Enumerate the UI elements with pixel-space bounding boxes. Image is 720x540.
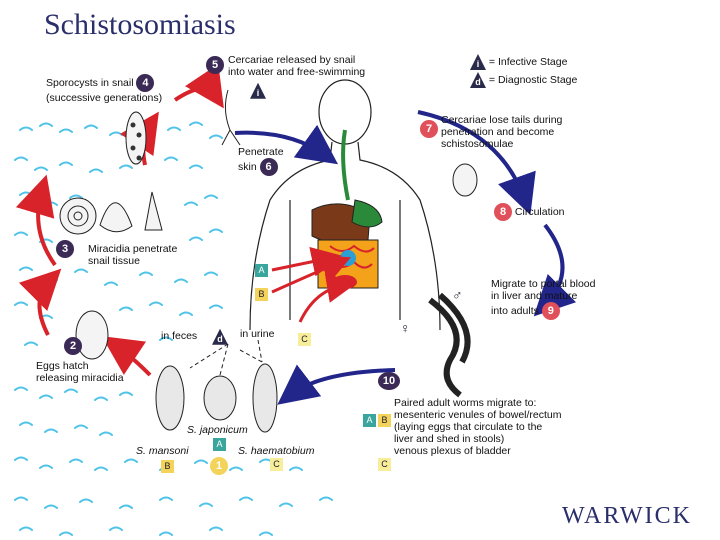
sporocyst-shape [125,111,147,165]
legend-infective: i = Infective Stage [470,54,567,70]
female-symbol: ♀ [400,320,411,336]
badge-c-egg: C [270,456,283,474]
schistosomulum-shape [452,163,478,197]
diagnostic-stage-icon: d [470,72,486,88]
infective-stage-icon: i [470,54,486,70]
adult-worms [428,292,471,398]
step-1-marker: 1 [210,457,228,475]
badge-b-10: B [378,412,391,430]
cercaria-shape [221,89,241,146]
step-4-label: Sporocysts in snail 4 (successive genera… [46,74,162,104]
page-title: Schistosomiasis [44,8,236,41]
eggs [155,363,278,433]
infective-marker: i [250,82,266,100]
legend-diagnostic: d = Diagnostic Stage [470,72,577,88]
in-feces-label: in feces [161,330,198,342]
badge-b-body: B [255,286,268,304]
badge-b-egg: B [161,458,174,476]
step-5-marker: 5 [206,56,224,74]
badge-c-10: C [378,456,391,474]
s-haematobium-label: S. haematobium [238,445,315,457]
step-10-label: Paired adult worms migrate to: mesenteri… [394,397,562,457]
badge-c-body: C [298,331,311,349]
male-symbol: ♂ [452,287,463,303]
badge-a-body: A [255,262,268,280]
step-6-label: Penetrate skin 6 [238,146,284,176]
step-8-label: 8 Circulation [494,203,565,221]
step-10-marker: 10 [378,372,400,390]
diagnostic-marker: d [212,328,228,346]
warwick-logo: WARWICK [562,503,692,529]
s-mansoni-label: S. mansoni [136,445,189,457]
step-2-marker: 2 [64,337,82,355]
cycle-arrows [15,63,577,405]
s-japonicum-label: S. japonicum [187,424,248,436]
step-7-marker: 7 [420,120,438,138]
miracidium-shape [75,310,109,360]
badge-a-egg: A [213,436,226,454]
step-3-marker: 3 [56,240,74,258]
snail-shells [59,191,163,235]
in-urine-label: in urine [240,328,275,340]
badge-a-10: A [363,412,376,430]
